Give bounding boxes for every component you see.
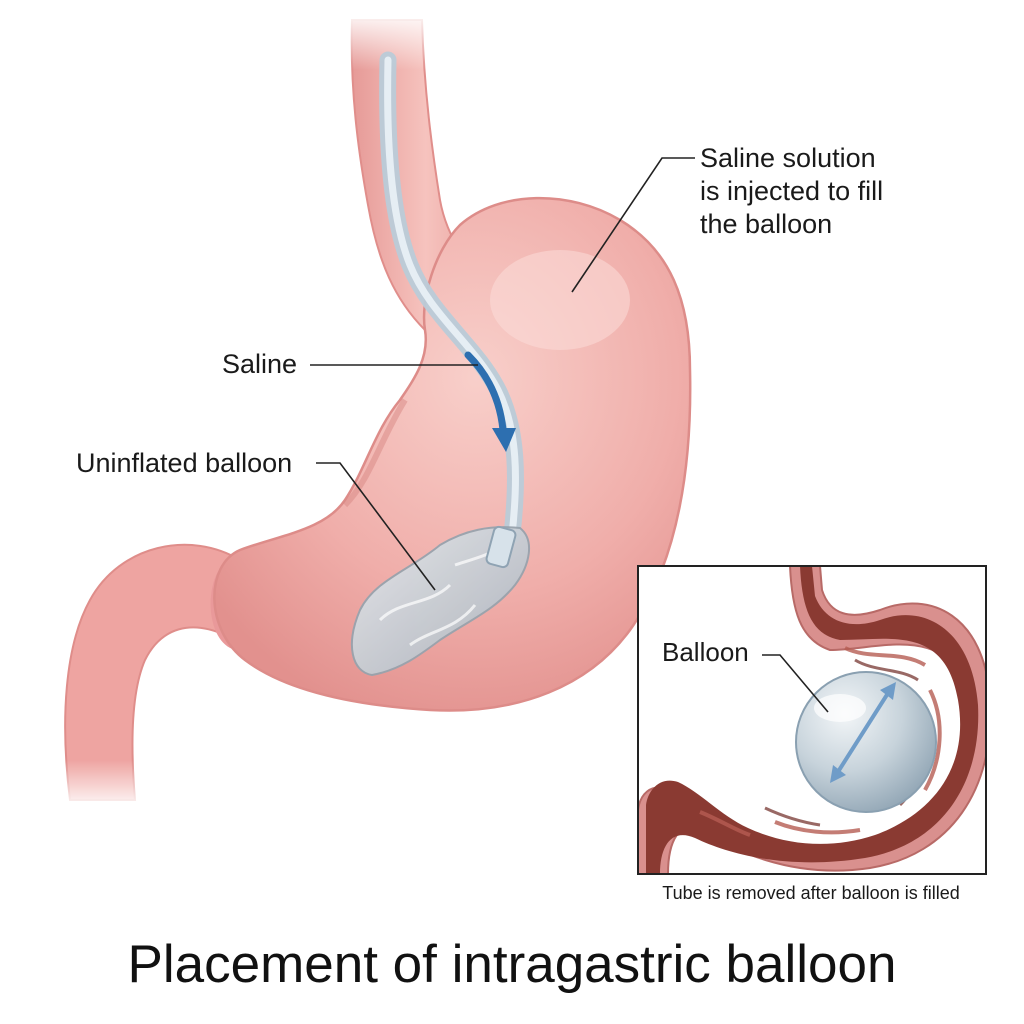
tube-tip bbox=[485, 525, 517, 569]
leader-balloon bbox=[762, 654, 829, 713]
uninflated-balloon bbox=[350, 526, 531, 677]
label-saline-solution-line-3: the balloon bbox=[700, 209, 833, 239]
leader-uninflated-balloon bbox=[316, 462, 436, 591]
label-saline-solution-line-1: Saline solution bbox=[700, 143, 876, 173]
inset-panel bbox=[638, 566, 986, 874]
inflated-balloon bbox=[795, 671, 937, 813]
label-saline-solution: Saline solution is injected to fill the … bbox=[700, 142, 883, 241]
saline-flow-arrow bbox=[464, 351, 507, 434]
diagram-title: Placement of intragastric balloon bbox=[127, 935, 897, 994]
label-saline: Saline bbox=[222, 349, 298, 379]
label-uninflated-balloon: Uninflated balloon bbox=[76, 448, 293, 478]
inset-caption: Tube is removed after balloon is filled bbox=[662, 883, 960, 903]
expansion-arrow bbox=[834, 688, 892, 777]
label-saline-solution-line-2: is injected to fill bbox=[700, 176, 884, 206]
inset-border bbox=[637, 565, 987, 875]
leader-saline-solution bbox=[571, 157, 695, 293]
arrow-head bbox=[492, 428, 516, 452]
label-balloon: Balloon bbox=[662, 637, 749, 667]
